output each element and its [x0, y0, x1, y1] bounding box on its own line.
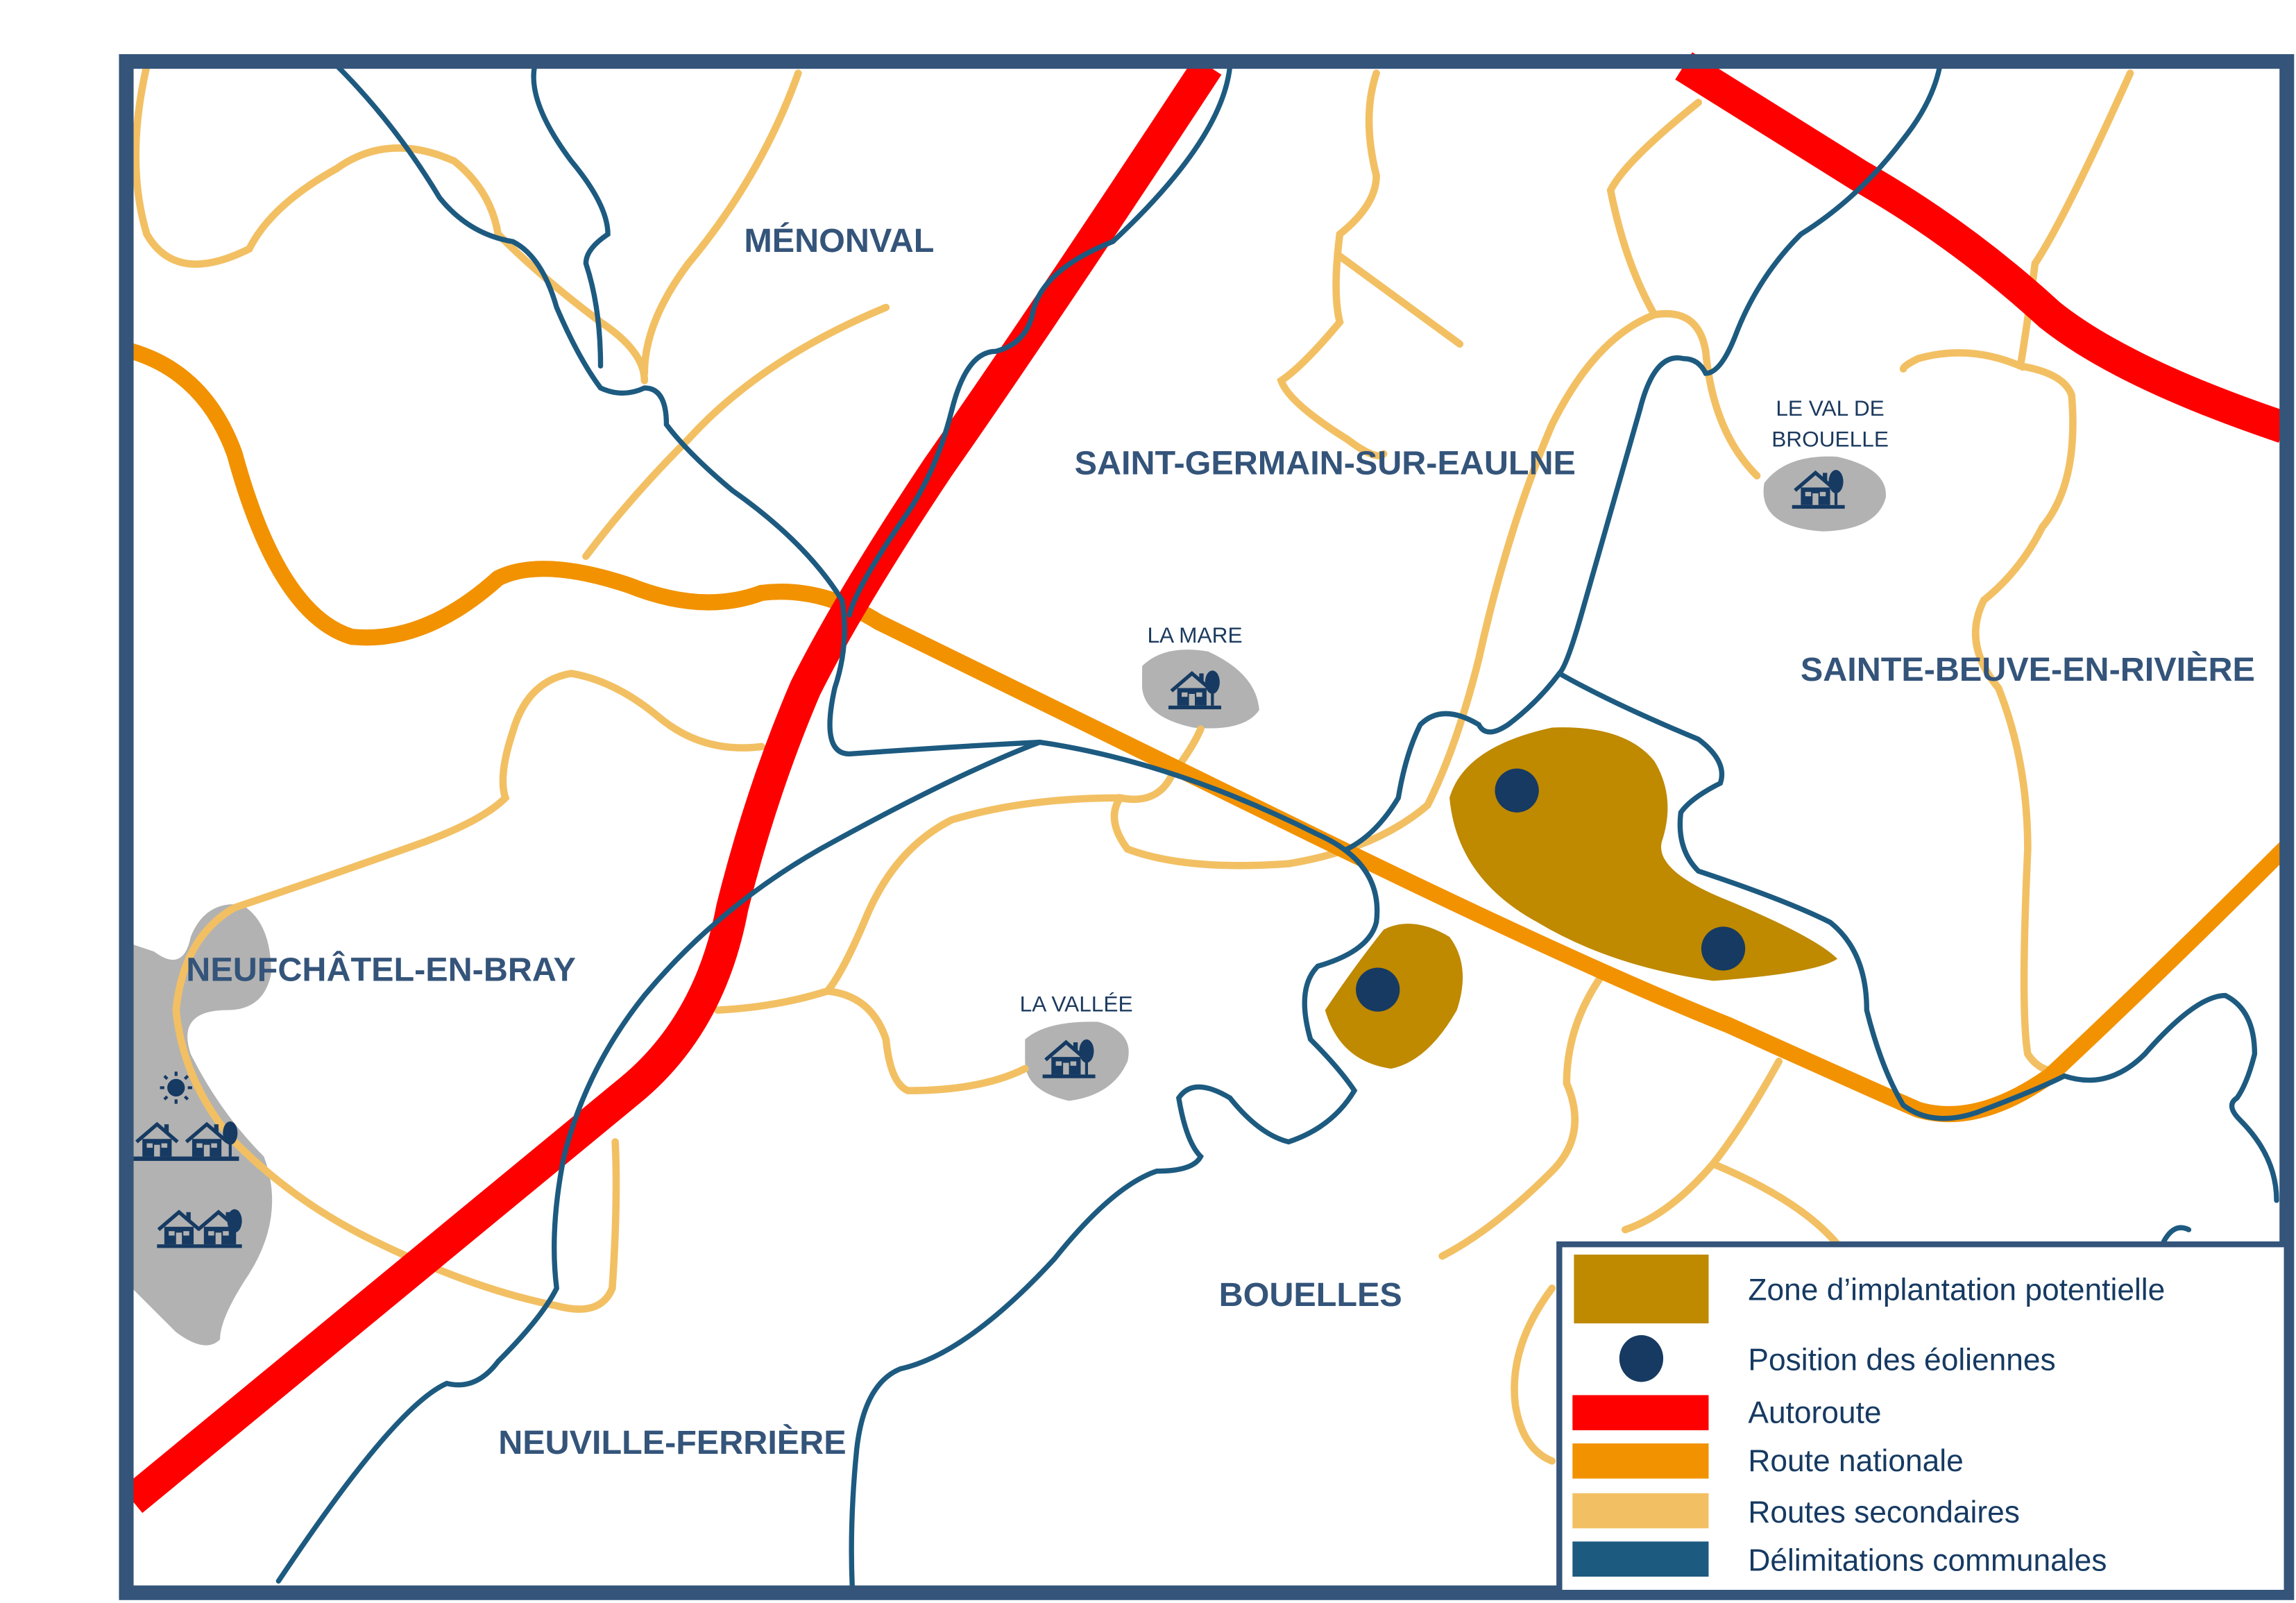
commune-label-saint-germain: SAINT-GERMAIN-SUR-EAULNE — [1075, 445, 1576, 482]
legend-swatch-turbine — [1619, 1334, 1664, 1382]
commune-label-neuville: NEUVILLE-FERRIÈRE — [498, 1424, 846, 1461]
hamlet-label-val-de-brouelle: BROUELLE — [1771, 426, 1889, 451]
commune-label-neufchatel: NEUFCHÂTEL-EN-BRAY — [186, 950, 576, 988]
zone-implantation — [1449, 727, 1838, 981]
hamlet-label-la-mare: LA MARE — [1147, 622, 1242, 647]
legend-swatch-communales — [1572, 1541, 1709, 1577]
map-frame — [119, 54, 2295, 1600]
wind-turbine-marker[interactable] — [1495, 768, 1539, 813]
legend-label-autoroute: Autoroute — [1748, 1396, 1881, 1430]
legend: Zone d’implantation potentielle Position… — [1556, 1241, 2290, 1596]
legend-swatch-autoroute — [1572, 1395, 1709, 1431]
legend-swatch-nationale — [1572, 1443, 1709, 1479]
communal-boundaries — [275, 63, 2279, 1591]
commune-label-menonval: MÉNONVAL — [744, 222, 934, 260]
legend-label-communales: Délimitations communales — [1748, 1544, 2107, 1578]
legend-label-turbines: Position des éoliennes — [1748, 1343, 2055, 1377]
autoroute — [121, 57, 1222, 1513]
sun-icon — [160, 1071, 192, 1104]
wind-turbine-marker[interactable] — [1701, 926, 1746, 971]
legend-label-secondaires: Routes secondaires — [1748, 1495, 2020, 1529]
autoroute — [1675, 52, 2289, 443]
hamlet-label-la-vallee: LA VALLÉE — [1020, 992, 1133, 1017]
commune-label-sainte-beuve: SAINTE-BEUVE-EN-RIVIÈRE — [1801, 651, 2255, 688]
legend-label-zone: Zone d’implantation potentielle — [1748, 1273, 2165, 1307]
hamlet-label-val-de-brouelle: LE VAL DE — [1776, 396, 1884, 421]
legend-swatch-zone — [1574, 1254, 1709, 1324]
commune-label-bouelles: BOUELLES — [1219, 1276, 1402, 1314]
wind-turbine-marker[interactable] — [1356, 967, 1400, 1012]
village-icon — [133, 1121, 239, 1161]
legend-label-nationale: Route nationale — [1748, 1444, 1963, 1478]
legend-swatch-secondaires — [1572, 1493, 1709, 1529]
village-icon — [157, 1209, 242, 1248]
